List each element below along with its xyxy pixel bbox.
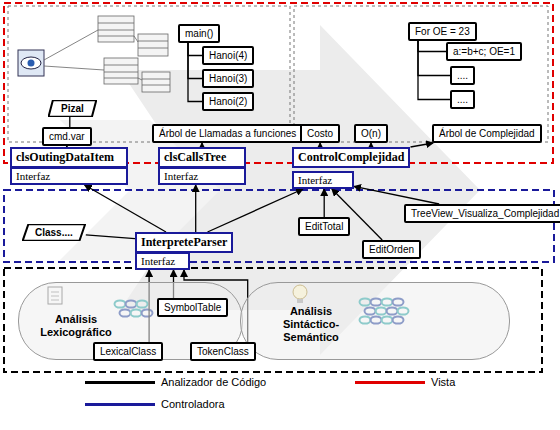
text-box: Hanoi(3): [202, 69, 254, 88]
text-box: LexicalClass: [93, 342, 163, 361]
class-box: ControlComplejidad: [292, 147, 410, 168]
text-box: Hanoi(2): [202, 92, 254, 111]
legend-item: Vista: [355, 376, 455, 388]
node-label: Árbol de Llamadas a funciones: [159, 128, 296, 139]
eye-icon: [18, 50, 44, 76]
node-label: Árbol de Complejidad: [439, 128, 535, 139]
text-box: EditTotal: [298, 217, 350, 236]
view-subregion: [8, 6, 290, 142]
connector: [188, 43, 202, 102]
text-box: ....: [450, 66, 475, 85]
legend-swatch: [85, 381, 155, 384]
legend-label: Analizador de Código: [161, 376, 266, 388]
node-label: Class....: [35, 227, 73, 238]
node-label: TreeView_Visualiza_Complejidad: [411, 208, 559, 219]
text-box: main(): [178, 24, 220, 43]
node-label: EditOrden: [369, 244, 414, 255]
node-label: EditTotal: [305, 221, 343, 232]
view-region: [4, 3, 553, 163]
parallelogram-box: Pizal: [48, 100, 97, 117]
node-label: clsCallsTree: [164, 150, 240, 165]
node-label: a:=b+c; OE=1: [453, 46, 515, 57]
interface-box: Interfaz: [135, 252, 190, 270]
node-label: Interfaz: [16, 170, 122, 182]
text-box: EditOrden: [362, 240, 421, 259]
connector: [86, 235, 135, 239]
text-box: Costo: [300, 124, 340, 143]
analyzer-region: [4, 268, 542, 372]
node-label: Pizal: [61, 103, 84, 114]
connector: [69, 117, 70, 127]
connector: [411, 143, 434, 147]
node-label: Interfaz: [298, 174, 348, 186]
class-box: clsOutingDataItem: [10, 147, 128, 168]
node-label: ....: [457, 94, 468, 105]
connector: [188, 43, 202, 79]
class-box: clsCallsTree: [158, 147, 246, 168]
node-label: LexicalClass: [100, 346, 156, 357]
node-label: Interfaz: [141, 255, 184, 267]
node-label: InterpreteParser: [141, 235, 227, 250]
node-label: Análisis Lexicográfico: [35, 313, 117, 339]
interface-box: Interfaz: [292, 171, 354, 189]
text-box: Árbol de Complejidad: [432, 124, 542, 143]
node-label: O(n): [361, 128, 381, 139]
data-tables-picture: [44, 16, 170, 92]
connector: [85, 185, 166, 232]
node-label: main(): [185, 28, 213, 39]
text-box: For OE = 23: [408, 22, 477, 41]
node-label: Hanoi(2): [209, 96, 247, 107]
text-box: a:=b+c; OE=1: [446, 42, 522, 61]
module-oval: Análisis Sintáctico-Semántico: [240, 282, 510, 360]
interface-box: Interfaz: [10, 167, 128, 185]
node-label: Análisis Sintáctico-Semántico: [261, 305, 361, 344]
node-label: cmd.var: [49, 131, 85, 142]
legend-item: Controladora: [85, 398, 225, 410]
view-subregion: [294, 6, 548, 142]
legend-label: Controladora: [161, 398, 225, 410]
legend-swatch: [85, 403, 155, 406]
node-label: SymbolTable: [164, 302, 221, 313]
node-label: clsOutingDataItem: [16, 150, 122, 165]
node-label: TokenClass: [197, 346, 249, 357]
node-label: Hanoi(4): [209, 50, 247, 61]
legend-label: Vista: [431, 376, 455, 388]
text-box: TreeView_Visualiza_Complejidad: [404, 204, 560, 223]
text-box: ....: [450, 90, 475, 109]
text-box: TokenClass: [190, 342, 256, 361]
node-label: For OE = 23: [415, 26, 470, 37]
connector: [208, 189, 304, 232]
text-box: SymbolTable: [157, 298, 228, 317]
node-label: Hanoi(3): [209, 73, 247, 84]
node-label: Interfaz: [164, 170, 240, 182]
class-box: InterpreteParser: [135, 232, 233, 253]
connector: [418, 41, 446, 52]
text-box: Árbol de Llamadas a funciones: [152, 124, 303, 143]
node-label: Costo: [307, 128, 333, 139]
legend-item: Analizador de Código: [85, 376, 266, 388]
connector: [324, 189, 325, 217]
parallelogram-box: Class....: [22, 224, 86, 241]
node-label: ....: [457, 70, 468, 81]
connector: [188, 43, 202, 56]
connector: [354, 186, 439, 204]
node-label: ControlComplejidad: [298, 150, 404, 165]
connector: [195, 185, 196, 232]
interface-box: Interfaz: [158, 167, 246, 185]
controller-region: [4, 190, 554, 262]
text-box: Hanoi(4): [202, 46, 254, 65]
text-box: cmd.var: [42, 127, 92, 146]
legend-swatch: [355, 381, 425, 384]
text-box: O(n): [354, 124, 388, 143]
